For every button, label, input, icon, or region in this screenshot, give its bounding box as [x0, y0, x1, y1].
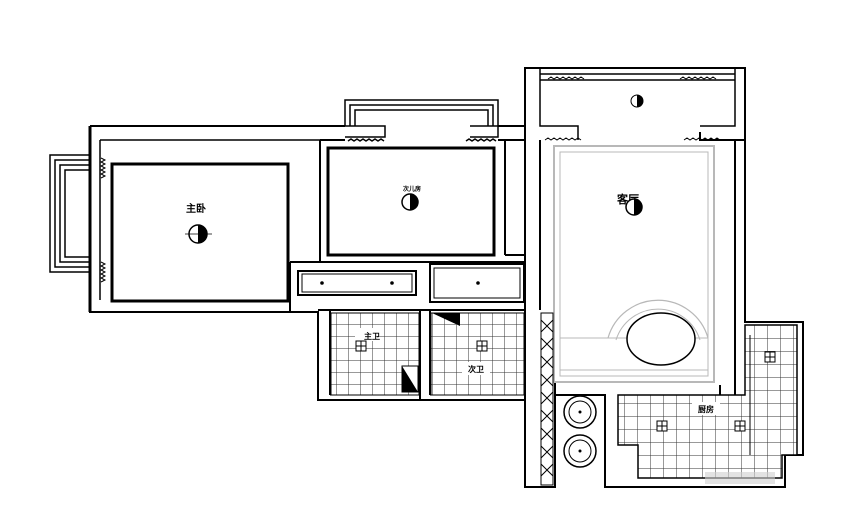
outer-walls	[88, 67, 804, 488]
master-bedroom: 主卧	[110, 162, 290, 303]
living-balcony	[540, 73, 735, 141]
dining-stools	[563, 395, 597, 468]
exhaust-fan-icon	[764, 351, 776, 363]
balcony-light-icon	[630, 94, 644, 108]
kitchen-label: 厨房	[698, 404, 714, 414]
master-bath: 主卫	[330, 312, 420, 396]
left-windows	[99, 157, 107, 283]
master-bedroom-label: 主卧	[186, 202, 206, 215]
exhaust-fan-icon	[355, 340, 367, 352]
left-balcony	[49, 154, 90, 273]
second-bath: 次卫	[430, 312, 525, 396]
living-room: 客厅	[553, 145, 715, 383]
kids-room: 次儿房	[326, 146, 496, 257]
duct-shaft	[540, 312, 554, 486]
wardrobes	[297, 263, 525, 303]
exhaust-fan-icon	[476, 340, 488, 352]
master-bath-label: 主卫	[364, 331, 380, 341]
ceiling-light-icon	[656, 420, 746, 432]
kitchen: 厨房	[617, 324, 798, 479]
ceiling-light-icon	[185, 224, 212, 244]
ceiling-light-icon	[625, 198, 643, 216]
watermark	[705, 472, 775, 484]
kids-room-label: 次儿房	[403, 185, 421, 193]
top-balcony	[344, 99, 499, 142]
second-bath-label: 次卫	[468, 364, 484, 374]
ceiling-light-icon	[401, 193, 419, 211]
